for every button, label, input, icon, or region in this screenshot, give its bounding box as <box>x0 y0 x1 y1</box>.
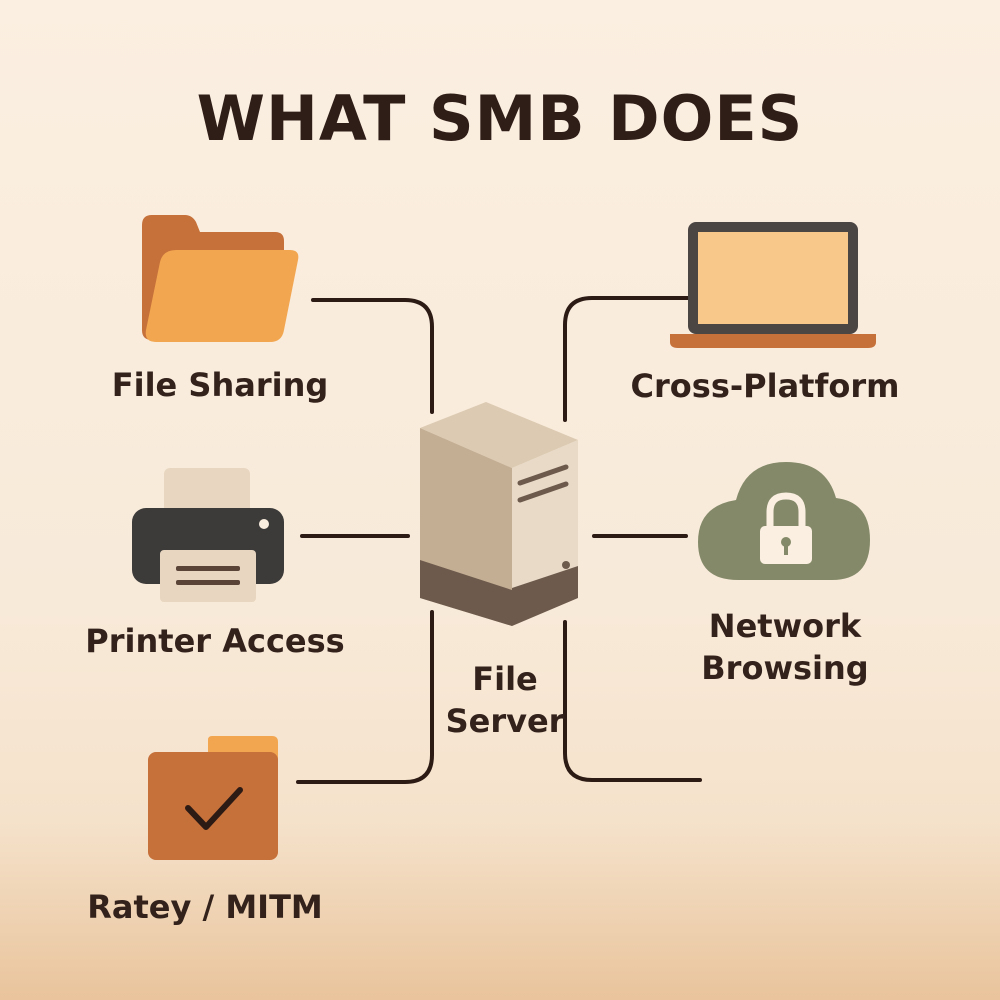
connector-lower-right <box>563 620 702 782</box>
ratey-mitm-label: Ratey / MITM <box>87 888 323 926</box>
file-server-line2: Server <box>445 702 565 740</box>
network-browsing-label: Network Browsing <box>660 605 910 689</box>
laptop-icon <box>670 222 876 348</box>
file-server-line1: File <box>472 660 538 698</box>
connector-cross-platform <box>563 296 702 422</box>
checkmark-folder-icon <box>148 736 278 860</box>
connectors <box>296 296 702 784</box>
cloud-lock-icon <box>698 462 870 580</box>
page-title: WHAT SMB DOES <box>196 82 804 155</box>
printer-icon <box>132 468 284 602</box>
connector-file-sharing <box>311 298 434 414</box>
network-browsing-line1: Network <box>708 607 862 645</box>
network-browsing-line2: Browsing <box>701 649 869 687</box>
file-server-label: File Server <box>400 658 610 742</box>
file-sharing-label: File Sharing <box>111 366 329 404</box>
cross-platform-label: Cross-Platform <box>630 367 900 405</box>
connector-ratey-mitm <box>296 610 434 784</box>
server-tower-icon <box>420 402 578 626</box>
printer-access-label: Printer Access <box>85 622 345 660</box>
folder-icon <box>142 215 299 342</box>
